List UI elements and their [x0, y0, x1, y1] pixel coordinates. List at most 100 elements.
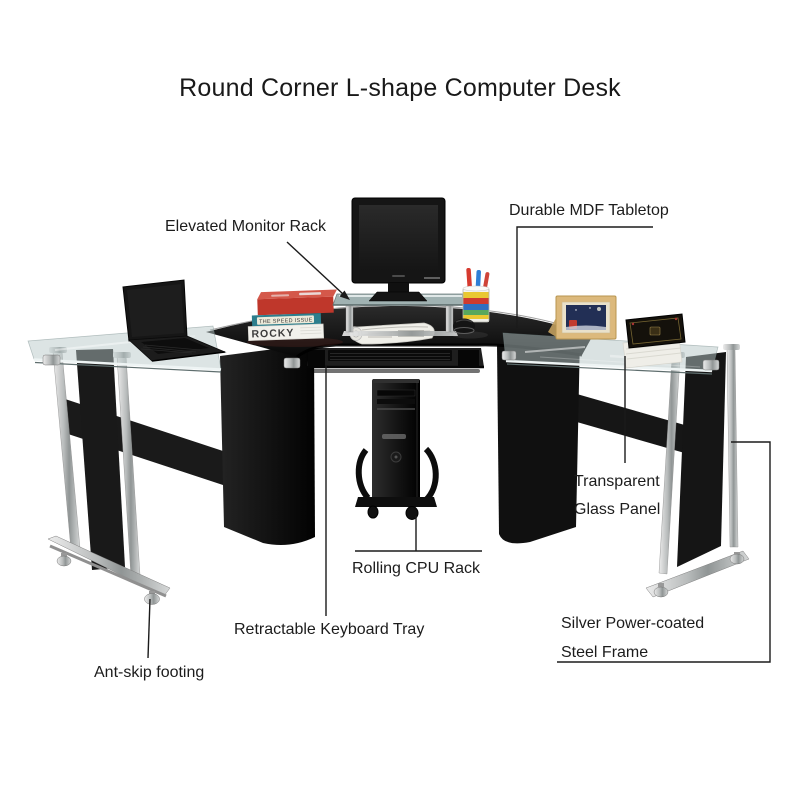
- rack-base: [355, 497, 437, 507]
- glass-edge-shadow: [506, 363, 713, 375]
- teal-book-label: [256, 315, 315, 325]
- label-transparent-glass-panel: Transparent Glass Panel: [574, 468, 660, 524]
- steel-tube: [658, 356, 681, 575]
- monitor-button-strip: [424, 277, 440, 279]
- keyboard-tray: [307, 348, 484, 373]
- magazine-page-curve: [361, 326, 429, 331]
- glass-clamp: [283, 357, 301, 369]
- computer-mouse: [453, 318, 475, 334]
- glass-glare: [539, 356, 701, 368]
- cup-stripe: [463, 292, 489, 298]
- tube-cap: [49, 347, 67, 353]
- cup-stripe: [463, 315, 489, 319]
- laptop-key-rows: [140, 344, 201, 354]
- monitor: [351, 197, 446, 302]
- label-rolling-cpu-rack: Rolling CPU Rack: [352, 560, 481, 577]
- anti-skip-foot: [56, 555, 72, 567]
- right-book-stack: [622, 313, 686, 369]
- cpu-drive-bay: [376, 389, 416, 397]
- desk-items: THE SPEED ISSUE ROCKY: [122, 197, 686, 369]
- label-line-1: Transparent: [574, 473, 660, 490]
- tray-shadow: [312, 369, 480, 373]
- anti-skip-foot: [729, 553, 745, 565]
- mouse-body: [453, 318, 475, 334]
- white-book: [247, 323, 325, 341]
- foot-bar-face: [49, 544, 167, 598]
- left-mdf-slab: [76, 349, 125, 570]
- label-silver-steel-frame: Silver Power-coated Steel Frame: [561, 609, 704, 667]
- mouse-base-rim: [453, 327, 475, 334]
- left-steel-frame: [47, 347, 171, 605]
- monitor-logo: [392, 275, 405, 277]
- page-title: Round Corner L-shape Computer Desk: [179, 74, 621, 102]
- photo-frame: [548, 295, 617, 340]
- cup-rim: [462, 285, 490, 292]
- foot-bar: [645, 550, 750, 598]
- monitor-screen: [359, 205, 438, 271]
- cpu-tower-on-rack: [355, 379, 439, 520]
- foot-stem: [658, 583, 664, 587]
- tray-slider-left: [308, 350, 325, 366]
- steel-tube: [726, 348, 739, 548]
- glass-front-edge: [505, 359, 713, 373]
- steel-tube: [52, 351, 81, 551]
- callout-line-mdf-tabletop: [516, 226, 653, 328]
- tray-slider-right: [458, 350, 479, 366]
- cup-stripe: [463, 310, 489, 315]
- laptop-front-edge: [151, 351, 226, 362]
- book-stack: THE SPEED ISSUE ROCKY: [247, 289, 337, 341]
- white-book-pages: [300, 326, 322, 335]
- glass-clamp: [42, 354, 61, 366]
- white-book-spine-text: ROCKY: [251, 327, 294, 340]
- photo-star: [575, 309, 577, 311]
- label-line-2: Steel Frame: [561, 644, 649, 661]
- right-steel-frame: [645, 344, 750, 598]
- laptop-display: [127, 284, 184, 337]
- cup-stripe: [463, 304, 489, 310]
- mouse-sheen: [455, 319, 473, 323]
- label-line-1: Silver Power-coated: [561, 615, 705, 632]
- black-book-gilt-border: [629, 317, 682, 345]
- glass-edge-shadow: [34, 361, 222, 373]
- monitor-stand-base: [368, 291, 428, 302]
- callout-line-cpu-rack: [355, 516, 482, 552]
- photo-star: [589, 307, 591, 309]
- teal-book-spine-text: THE SPEED ISSUE: [259, 317, 313, 325]
- black-book-ornament: [674, 317, 678, 321]
- cpu-power-dot: [394, 455, 398, 459]
- monitor-stand-neck: [388, 283, 409, 294]
- cup-stripe: [463, 298, 489, 304]
- rack-lower-bar: [342, 331, 458, 336]
- cpu-tower: [372, 379, 420, 502]
- rack-arm-right: [423, 446, 439, 503]
- red-book: [257, 296, 334, 316]
- cpu-drive-bay-2: [377, 399, 415, 404]
- cup-stripe: [463, 319, 489, 322]
- cpu-logo-strip: [382, 434, 406, 439]
- red-book-title-mark: [299, 292, 322, 296]
- anti-skip-foot: [144, 593, 160, 605]
- label-durable-mdf-tabletop: Durable MDF Tabletop: [509, 202, 669, 219]
- rack-leg: [345, 305, 354, 333]
- photo-ground: [566, 325, 606, 330]
- caster-wheel-left: [367, 505, 379, 519]
- callout-lines: [147, 226, 771, 663]
- tube-cap: [113, 352, 131, 358]
- glass-front-edge: [33, 358, 222, 371]
- cpu-top: [373, 379, 419, 383]
- right-pedestal-panel: [497, 336, 580, 544]
- center-pedestals: [220, 336, 580, 545]
- label-line-2: Glass Panel: [574, 501, 661, 518]
- callout-arrowhead: [339, 290, 350, 300]
- pen-holder: [462, 267, 490, 323]
- right-mdf-slab: [677, 352, 726, 567]
- red-book-title-mark: [271, 294, 290, 297]
- foot-stem: [61, 553, 67, 558]
- photo-moon: [597, 307, 601, 311]
- rack-arm-left: [355, 448, 371, 500]
- keyboard: [328, 350, 452, 361]
- glass-glare: [54, 341, 131, 351]
- label-ant-skip-footing: Ant-skip footing: [94, 664, 205, 681]
